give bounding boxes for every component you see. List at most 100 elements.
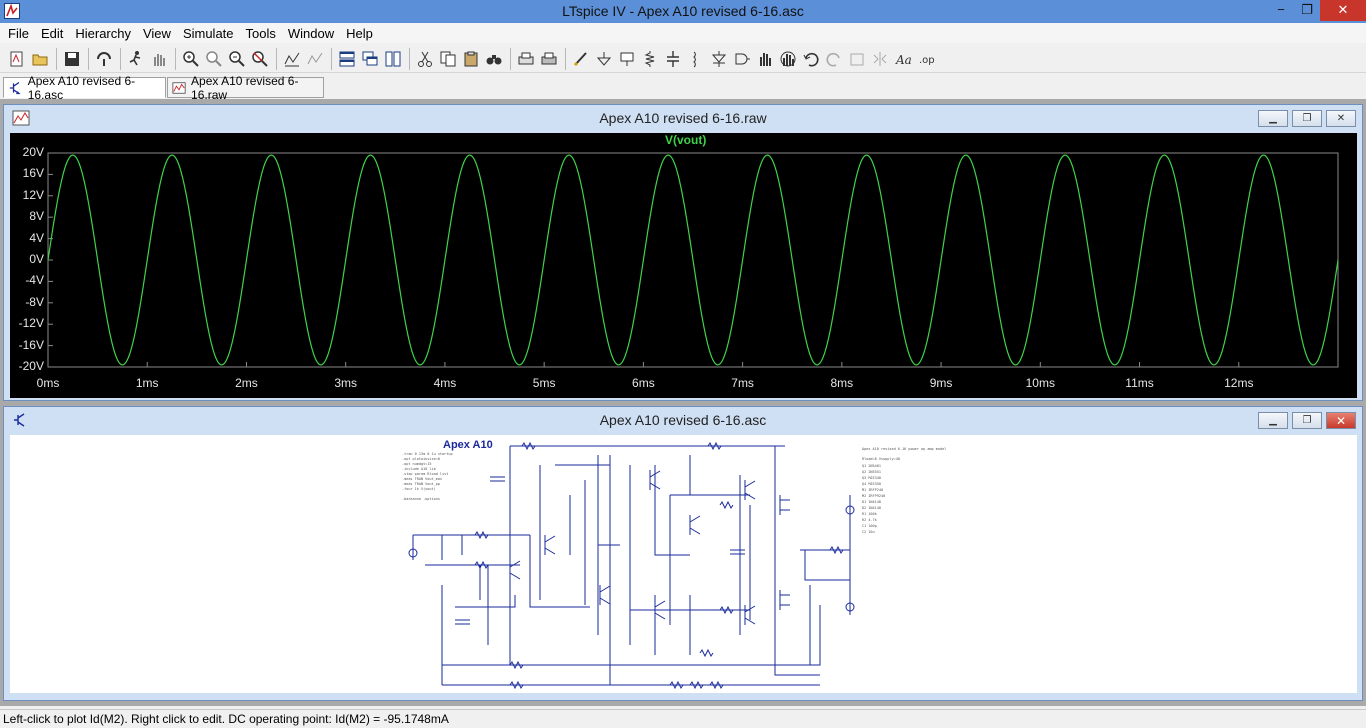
schematic-close-button[interactable]: ✕: [1326, 412, 1356, 429]
capacitor-icon[interactable]: [662, 48, 684, 70]
y-tick-label: 12V: [22, 187, 44, 202]
mirror-icon[interactable]: [869, 48, 891, 70]
schematic-maximize-button[interactable]: ❐: [1292, 412, 1322, 429]
waveform-plot-canvas[interactable]: [10, 133, 1357, 398]
schematic-window-icon[interactable]: [12, 412, 30, 428]
schematic-window-title: Apex A10 revised 6-16.asc: [599, 412, 767, 428]
rotate-icon[interactable]: [846, 48, 868, 70]
menu-hierarchy[interactable]: Hierarchy: [75, 25, 131, 41]
zoom-out-icon[interactable]: [226, 48, 248, 70]
find-icon[interactable]: [483, 48, 505, 70]
schematic-title-label[interactable]: Apex A10: [443, 439, 493, 451]
y-tick-label: -16V: [18, 337, 44, 352]
pan-icon[interactable]: [203, 48, 225, 70]
minimize-button[interactable]: −: [1277, 2, 1285, 17]
menu-tools[interactable]: Tools: [245, 25, 276, 41]
tile-vertical-icon[interactable]: [382, 48, 404, 70]
y-tick-label: -12V: [18, 316, 44, 331]
autorange-icon[interactable]: [281, 48, 303, 70]
maximize-button[interactable]: ❐: [1301, 2, 1313, 17]
x-tick-label: 11ms: [1125, 376, 1154, 390]
zoom-fit-icon[interactable]: [249, 48, 271, 70]
manual-range-icon[interactable]: [304, 48, 326, 70]
svg-text:.tran 0 13m 0 1u startup: .tran 0 13m 0 1u startup: [402, 452, 453, 456]
tab-bar: Apex A10 revised 6-16.asc Apex A10 revis…: [0, 74, 1366, 102]
open-folder-icon[interactable]: [29, 48, 51, 70]
cut-icon[interactable]: [414, 48, 436, 70]
svg-text:M2 IRFP9240: M2 IRFP9240: [862, 494, 885, 498]
zoom-in-icon[interactable]: [180, 48, 202, 70]
menu-window[interactable]: Window: [287, 25, 335, 41]
print-icon[interactable]: [538, 48, 560, 70]
halt-hand-icon[interactable]: [148, 48, 170, 70]
x-tick-label: 9ms: [929, 376, 953, 390]
schematic-minimize-button[interactable]: ▁: [1258, 412, 1288, 429]
menu-file[interactable]: File: [8, 25, 29, 41]
y-tick-label: -4V: [25, 273, 44, 288]
window-title: LTspice IV - Apex A10 revised 6-16.asc: [562, 3, 804, 19]
svg-text:C1 100p: C1 100p: [862, 524, 877, 528]
svg-text:.meas TRAN Vout_max: .meas TRAN Vout_max: [402, 477, 442, 481]
run-icon[interactable]: [125, 48, 147, 70]
menu-view[interactable]: View: [142, 25, 171, 41]
y-tick-label: 8V: [29, 209, 44, 224]
x-tick-label: 3ms: [334, 376, 358, 390]
inductor-icon[interactable]: [685, 48, 707, 70]
new-schematic-icon[interactable]: [6, 48, 28, 70]
svg-text:Q2 2N5551: Q2 2N5551: [862, 470, 881, 474]
save-icon[interactable]: [61, 48, 83, 70]
drag-icon[interactable]: [777, 48, 799, 70]
copy-icon[interactable]: [437, 48, 459, 70]
svg-text:.meas TRAN Vout_pp: .meas TRAN Vout_pp: [402, 482, 440, 486]
ground-icon[interactable]: [593, 48, 615, 70]
control-panel-icon[interactable]: [93, 48, 115, 70]
status-bar: Left-click to plot Id(M2). Right click t…: [0, 709, 1366, 728]
x-tick-label: 10ms: [1025, 376, 1055, 390]
schematic-drawing[interactable]: .tran 0 13m 0 1u startup .opt plotwinsiz…: [10, 435, 1357, 693]
menu-edit[interactable]: Edit: [40, 25, 64, 41]
undo-icon[interactable]: [800, 48, 822, 70]
svg-text:Apex A10 revised 6-16 power op: Apex A10 revised 6-16 power op amp model: [862, 447, 946, 451]
svg-text:R2 4.7k: R2 4.7k: [862, 518, 878, 522]
toolbar: Aa .op: [0, 45, 1366, 73]
svg-text:Q1 2N5401: Q1 2N5401: [862, 464, 881, 468]
svg-text:.opt plotwinsize=0: .opt plotwinsize=0: [402, 457, 440, 461]
menu-help[interactable]: Help: [346, 25, 373, 41]
label-net-icon[interactable]: [616, 48, 638, 70]
svg-text:D2 1N4148: D2 1N4148: [862, 506, 881, 510]
x-tick-label: 0ms: [36, 376, 60, 390]
waveform-maximize-button[interactable]: ❐: [1292, 110, 1322, 127]
resistor-icon[interactable]: [639, 48, 661, 70]
svg-text:Aa: Aa: [895, 53, 912, 67]
print-preview-icon[interactable]: [515, 48, 537, 70]
waveform-window-icon[interactable]: [12, 110, 30, 126]
cascade-icon[interactable]: [359, 48, 381, 70]
y-tick-label: 4V: [29, 230, 44, 245]
tab-waveform[interactable]: Apex A10 revised 6-16.raw: [167, 74, 324, 102]
trace-label-vout[interactable]: V(vout): [665, 133, 707, 147]
y-tick-label: -8V: [25, 294, 44, 309]
tile-horizontal-icon[interactable]: [336, 48, 358, 70]
ltspice-app-icon[interactable]: [4, 3, 20, 19]
move-icon[interactable]: [754, 48, 776, 70]
component-icon[interactable]: [731, 48, 753, 70]
schematic-canvas[interactable]: .tran 0 13m 0 1u startup .opt plotwinsiz…: [10, 435, 1357, 693]
draw-wire-icon[interactable]: [570, 48, 592, 70]
text-icon[interactable]: Aa: [892, 48, 914, 70]
tab-schematic[interactable]: Apex A10 revised 6-16.asc: [3, 74, 166, 102]
redo-icon[interactable]: [823, 48, 845, 70]
waveform-close-button[interactable]: ✕: [1326, 110, 1356, 127]
close-button[interactable]: ✕: [1320, 0, 1366, 21]
y-tick-label: 16V: [22, 166, 44, 181]
diode-icon[interactable]: [708, 48, 730, 70]
waveform-window-title: Apex A10 revised 6-16.raw: [599, 110, 767, 126]
title-bar: LTspice IV - Apex A10 revised 6-16.asc −…: [0, 0, 1366, 23]
x-tick-label: 7ms: [731, 376, 754, 390]
waveform-minimize-button[interactable]: ▁: [1258, 110, 1288, 127]
menu-simulate[interactable]: Simulate: [182, 25, 234, 41]
waveform-icon: [172, 81, 186, 94]
spice-directive-icon[interactable]: .op: [915, 48, 937, 70]
paste-icon[interactable]: [460, 48, 482, 70]
y-tick-label: 0V: [29, 252, 44, 266]
